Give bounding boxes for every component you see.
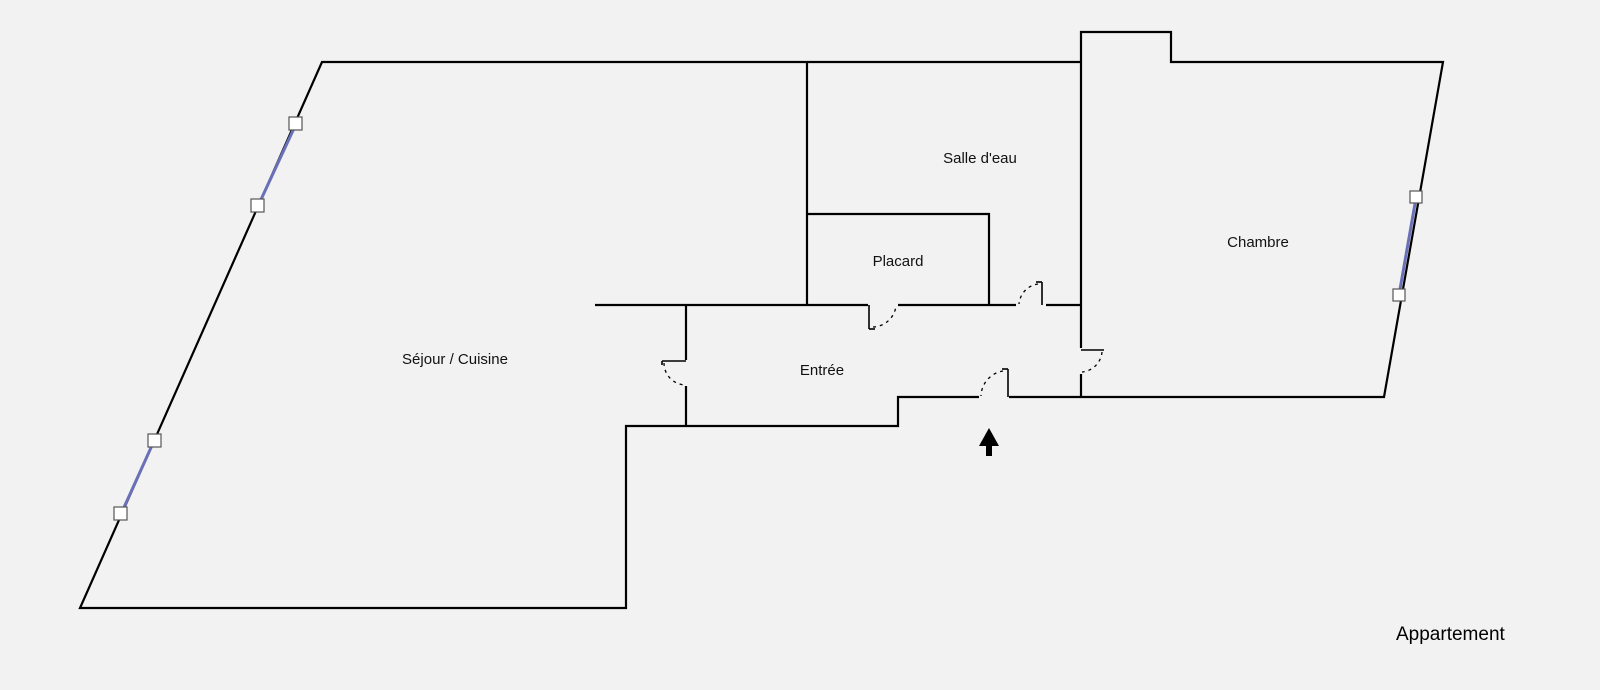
sejour-outer-wall [78,60,1081,610]
door-placard [868,303,898,330]
room-label-entree: Entrée [800,362,844,379]
room-label-sejour-cuisine: Séjour / Cuisine [402,351,508,368]
window-sejour-upper [250,116,303,213]
door-chambre [1079,348,1104,374]
window-sejour-lower [113,433,162,521]
door-entrance [979,368,1009,399]
room-label-salle-deau: Salle d'eau [943,150,1017,167]
walls [78,30,1445,610]
room-label-chambre: Chambre [1227,234,1289,251]
placard-wall [807,212,991,305]
windows [113,116,1423,521]
plan-title: Appartement [1396,624,1506,645]
chambre-outer-wall [1079,30,1445,399]
door-sejour-entree [661,360,688,386]
room-label-placard: Placard [873,253,924,270]
door-salle-deau [1016,281,1046,307]
window-chambre [1392,190,1423,302]
arrow-up-icon [979,428,999,456]
doors [661,281,1104,399]
